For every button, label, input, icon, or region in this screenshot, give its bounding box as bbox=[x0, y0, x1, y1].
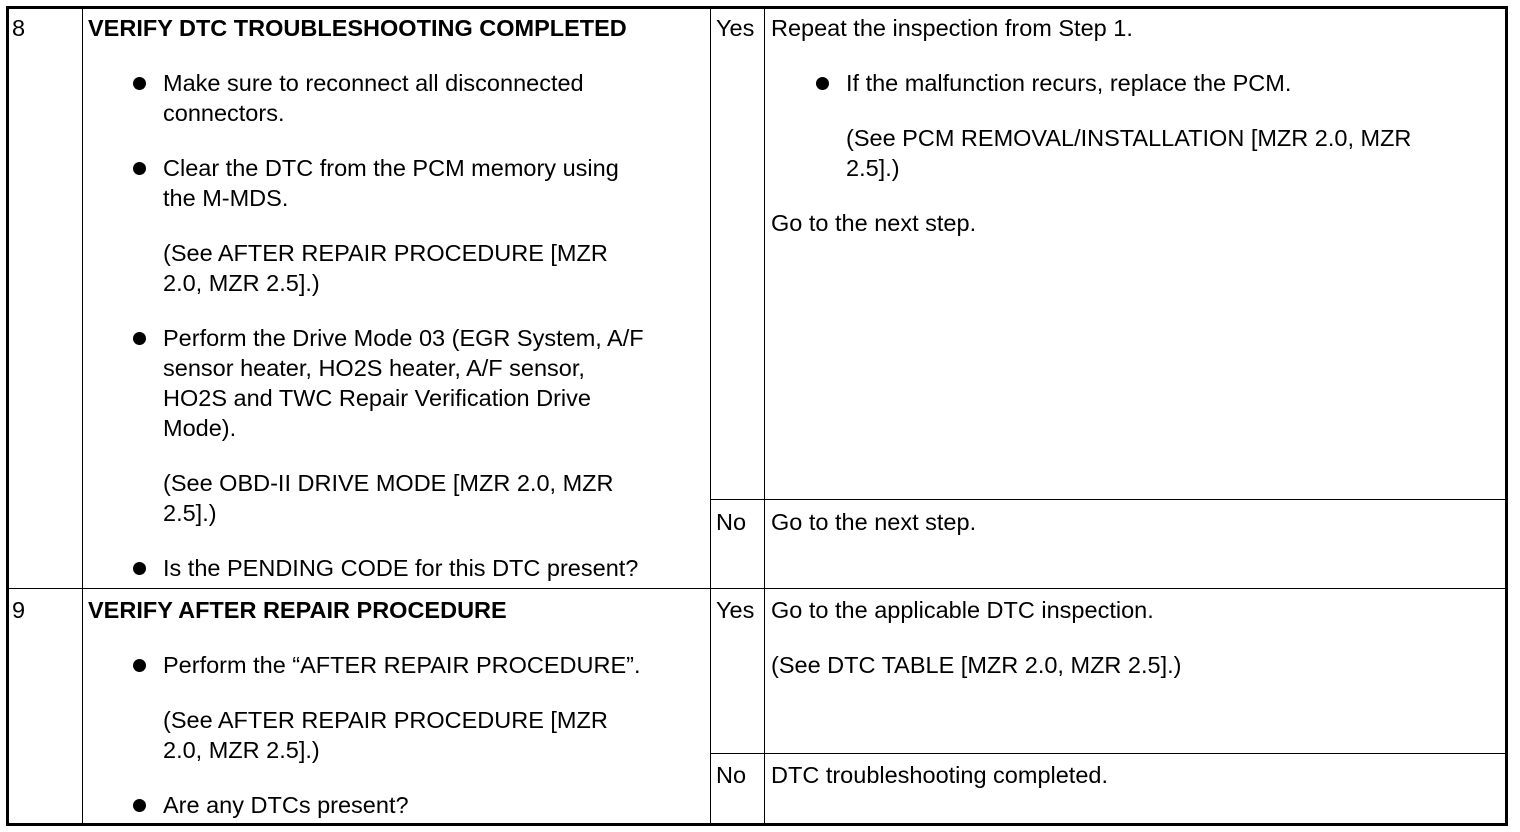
result-text: Repeat the inspection from Step 1. bbox=[771, 15, 1133, 41]
result-text: DTC troubleshooting completed. bbox=[771, 762, 1109, 788]
no-label: No bbox=[716, 509, 747, 535]
table-border-bottom bbox=[6, 823, 1508, 826]
divider-row9-yes-no bbox=[710, 753, 1508, 754]
divider-step-col bbox=[82, 6, 83, 826]
reference-text: (See AFTER REPAIR PROCEDURE [MZR bbox=[163, 707, 608, 733]
instruction-text: Mode). bbox=[163, 415, 237, 441]
instruction-text: Perform the “AFTER REPAIR PROCEDURE”. bbox=[163, 652, 641, 678]
bullet-icon bbox=[133, 77, 146, 90]
bullet-icon bbox=[816, 77, 829, 90]
reference-text: (See PCM REMOVAL/INSTALLATION [MZR 2.0, … bbox=[846, 125, 1412, 151]
reference-text: 2.0, MZR 2.5].) bbox=[163, 270, 320, 296]
table-border-top bbox=[6, 6, 1508, 9]
result-text: If the malfunction recurs, replace the P… bbox=[846, 70, 1292, 96]
reference-text: 2.5].) bbox=[163, 500, 217, 526]
no-label: No bbox=[716, 762, 747, 788]
step-number: 9 bbox=[12, 597, 26, 623]
instruction-text: the M-MDS. bbox=[163, 185, 289, 211]
instruction-text: sensor heater, HO2S heater, A/F sensor, bbox=[163, 355, 585, 381]
divider-result-col bbox=[764, 6, 765, 826]
instruction-text: HO2S and TWC Repair Verification Drive bbox=[163, 385, 591, 411]
divider-action-col bbox=[710, 6, 711, 826]
bullet-icon bbox=[133, 799, 146, 812]
bullet-icon bbox=[133, 332, 146, 345]
instruction-text: Clear the DTC from the PCM memory using bbox=[163, 155, 619, 181]
step-title: VERIFY DTC TROUBLESHOOTING COMPLETED bbox=[88, 15, 627, 41]
reference-text: 2.5].) bbox=[846, 155, 900, 181]
instruction-text: connectors. bbox=[163, 100, 285, 126]
instruction-text: Make sure to reconnect all disconnected bbox=[163, 70, 584, 96]
divider-row8-yes-no bbox=[710, 499, 1508, 500]
yes-label: Yes bbox=[716, 597, 755, 623]
table-border-right bbox=[1505, 6, 1508, 826]
reference-text: (See AFTER REPAIR PROCEDURE [MZR bbox=[163, 240, 608, 266]
question-text: Is the PENDING CODE for this DTC present… bbox=[163, 555, 639, 581]
result-text: Go to the next step. bbox=[771, 210, 977, 236]
instruction-text: Perform the Drive Mode 03 (EGR System, A… bbox=[163, 325, 644, 351]
divider-row-8-9 bbox=[6, 588, 1508, 589]
reference-text: 2.0, MZR 2.5].) bbox=[163, 737, 320, 763]
bullet-icon bbox=[133, 562, 146, 575]
question-text: Are any DTCs present? bbox=[163, 792, 409, 818]
reference-text: (See DTC TABLE [MZR 2.0, MZR 2.5].) bbox=[771, 652, 1182, 678]
bullet-icon bbox=[133, 162, 146, 175]
result-text: Go to the applicable DTC inspection. bbox=[771, 597, 1154, 623]
bullet-icon bbox=[133, 659, 146, 672]
result-text: Go to the next step. bbox=[771, 509, 977, 535]
reference-text: (See OBD-II DRIVE MODE [MZR 2.0, MZR bbox=[163, 470, 614, 496]
yes-label: Yes bbox=[716, 15, 755, 41]
step-number: 8 bbox=[12, 15, 26, 41]
table-border-left bbox=[6, 6, 9, 826]
step-title: VERIFY AFTER REPAIR PROCEDURE bbox=[88, 597, 507, 623]
